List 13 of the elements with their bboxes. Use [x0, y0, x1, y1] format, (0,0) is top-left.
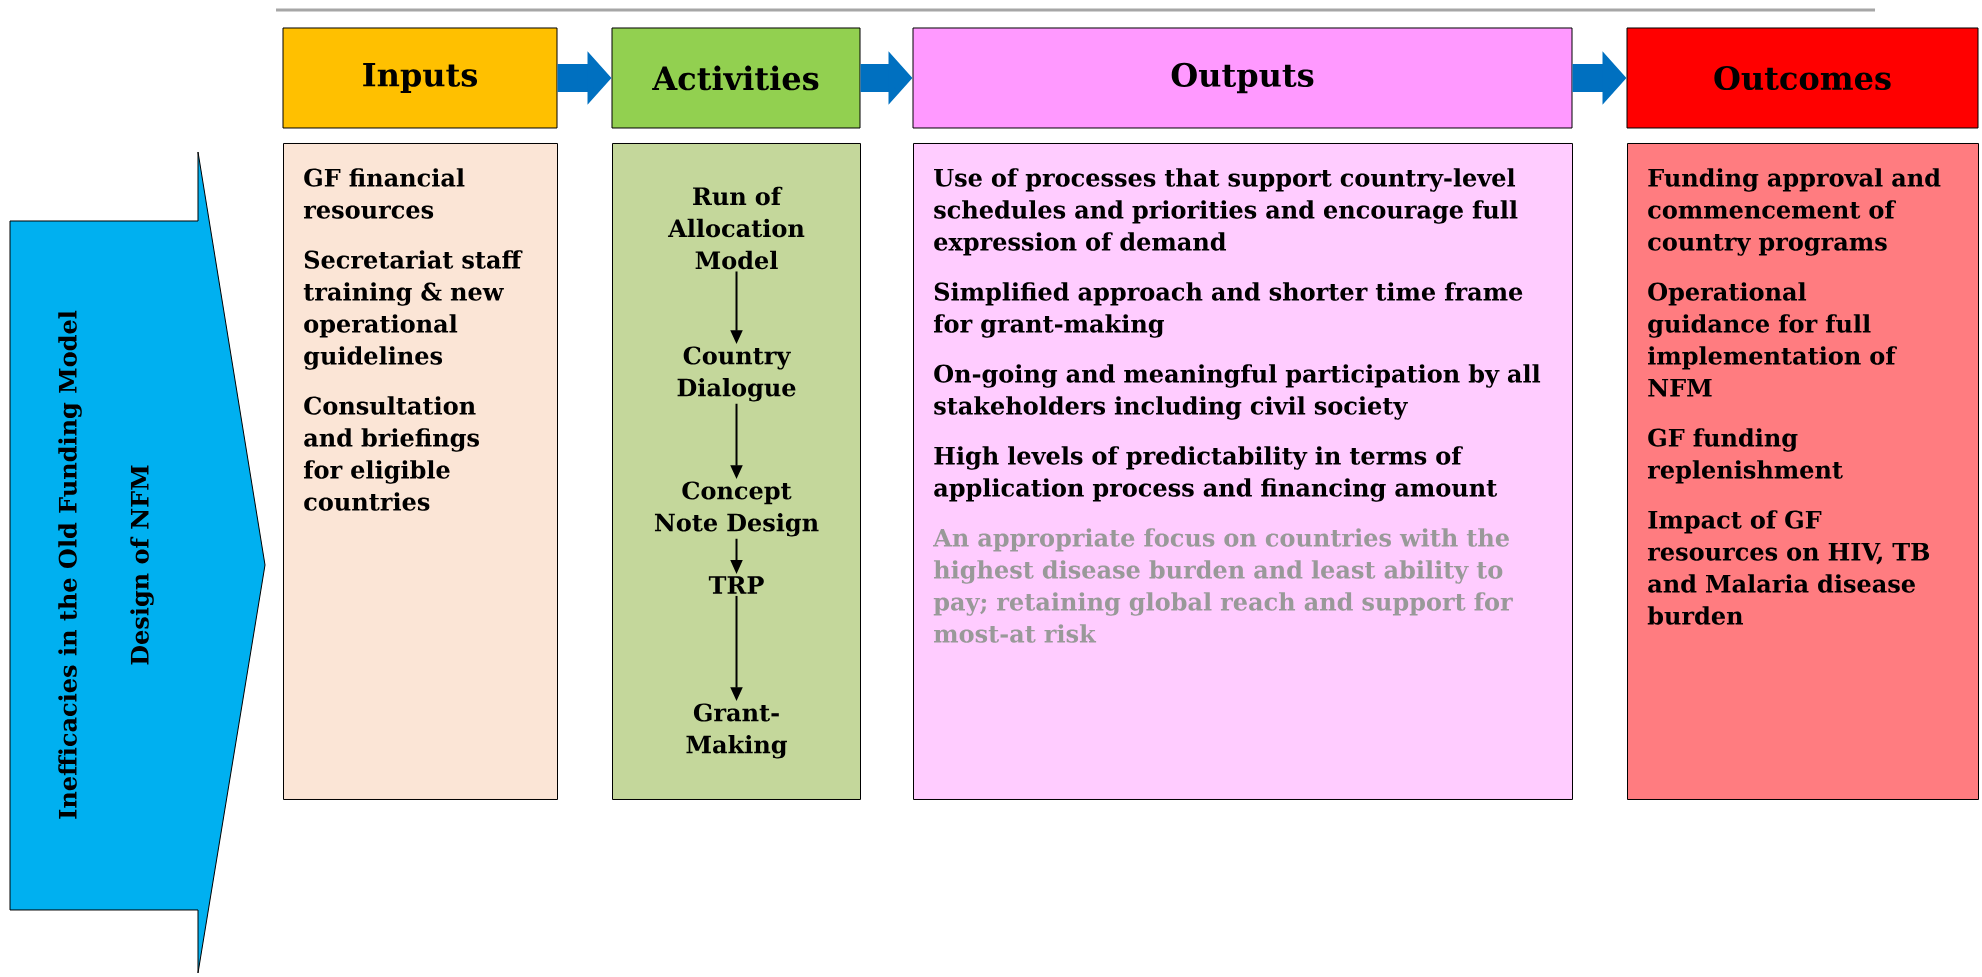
activity-step: TRP — [708, 576, 764, 594]
header-box: Activities — [611, 27, 861, 129]
header-box: Outcomes — [1626, 27, 1979, 129]
activity-step: Country Dialogue — [677, 346, 796, 402]
activity-step: Run of Allocation Model — [668, 186, 805, 270]
header-box: Inputs — [282, 27, 558, 129]
text-box: GF financial resources Secretariat staff training & new operational guidelines Consultation and briefings for eligible countries — [283, 143, 558, 800]
activity-step: Grant-Making — [686, 703, 787, 759]
header-box: Outputs — [912, 27, 1573, 129]
text-box: Funding approval and commencement of country programs Operational guidance for full implementation of NFM GF funding replenishment Impact of GF resources on HIV, TB and Malaria disease burden — [1627, 143, 1979, 800]
activity-step: Concept Note Design — [654, 481, 819, 537]
text-box — [612, 143, 861, 800]
text-box: Use of processes that support country-level schedules and priorities and encourage full expression of demand Simplified approach and shorter time frame for grant-making On-going and meaningful participation by all stakeholders including civil society High levels of predictability in terms of application process and financing amount An appropriate focus on countries with the highest disease burden and least ability to pay; retaining global reach and support for most-at risk — [913, 143, 1573, 800]
